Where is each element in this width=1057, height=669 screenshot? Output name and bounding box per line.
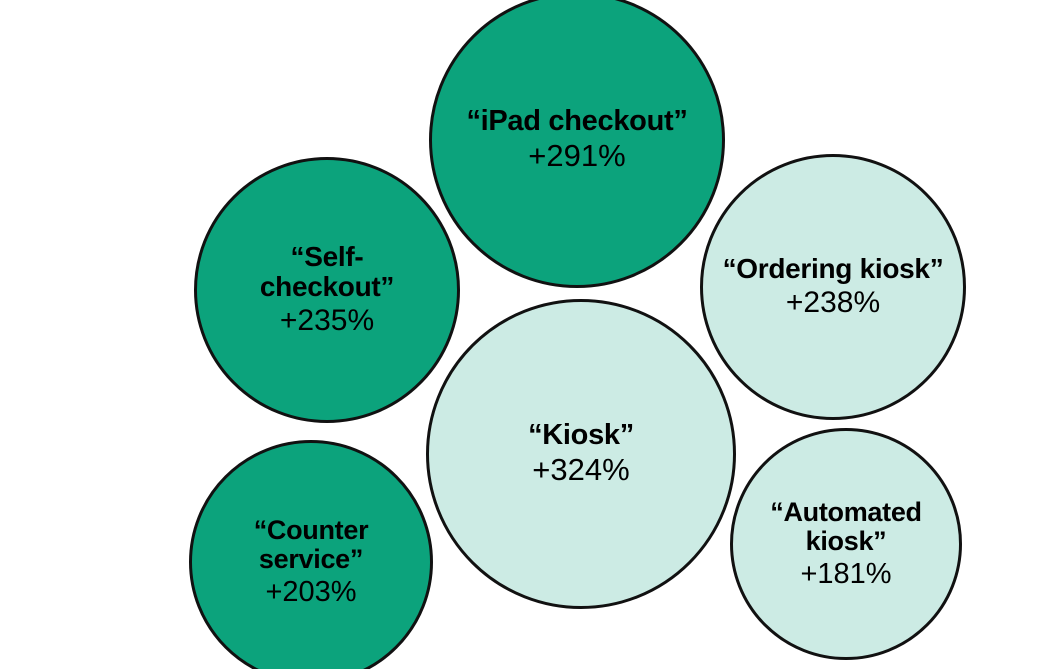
bubble-value: +181%	[800, 557, 892, 590]
bubble-label: “iPad checkout”	[466, 104, 688, 137]
bubble-label: “Automated kiosk”	[770, 496, 922, 556]
bubble-label: “Counter service”	[253, 514, 369, 574]
bubble[interactable]: “Automated kiosk”+181%	[730, 428, 962, 660]
bubble-value: +235%	[279, 304, 375, 338]
bubble-label: “Self- checkout”	[259, 240, 395, 303]
bubble-value: +238%	[785, 286, 881, 320]
bubble-value: +203%	[265, 575, 357, 608]
bubble[interactable]: “Kiosk”+324%	[426, 299, 736, 609]
bubble[interactable]: “Counter service”+203%	[189, 440, 433, 669]
bubble[interactable]: “Ordering kiosk”+238%	[700, 154, 966, 420]
bubble-label: “Kiosk”	[528, 418, 634, 451]
bubble-label: “Ordering kiosk”	[722, 253, 944, 285]
bubble-value: +291%	[528, 138, 626, 174]
bubble[interactable]: “iPad checkout”+291%	[429, 0, 725, 288]
bubble-value: +324%	[532, 452, 630, 488]
bubble[interactable]: “Self- checkout”+235%	[194, 157, 460, 423]
